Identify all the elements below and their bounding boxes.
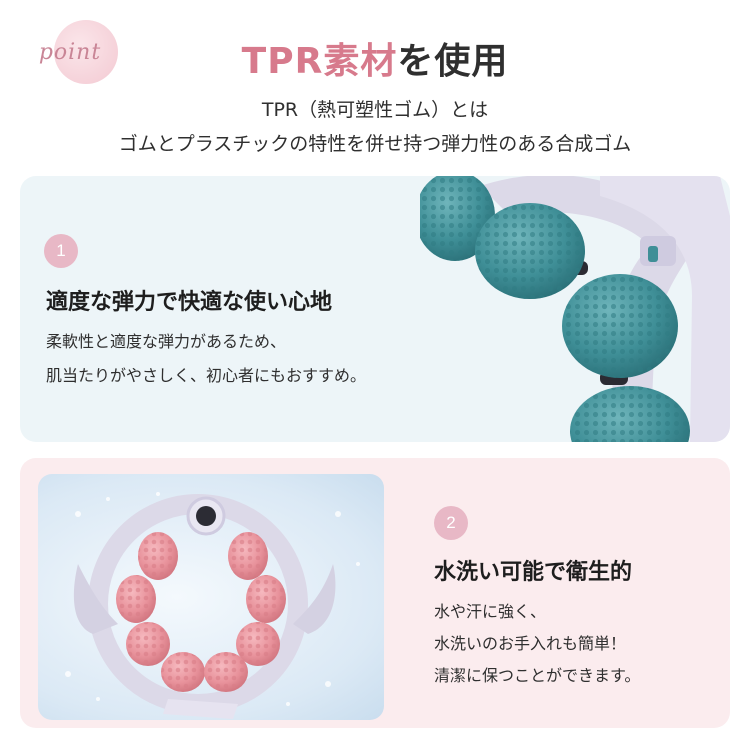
pink-ring-roller-image-card [38, 474, 384, 720]
page-title: TPR素材を使用 [0, 32, 750, 84]
title-rest: を使用 [397, 41, 509, 82]
feature-number-badge-2: 2 [434, 506, 468, 540]
feature-heading-2: 水洗い可能で衛生的 [434, 560, 633, 585]
feature-panel-1: 1 適度な弾力で快適な使い心地 柔軟性と適度な弾力があるため、 肌当たりがやさし… [20, 176, 730, 442]
point-badge: point [20, 20, 120, 84]
pink-ring-roller-product-image [65, 492, 360, 719]
teal-roller-product-image [420, 176, 730, 442]
feature-2-line-1: 水や汗に強く、 [434, 602, 547, 621]
subtitle-line-2: ゴムとプラスチックの特性を併せ持つ弾力性のある合成ゴム [118, 133, 632, 155]
point-badge-circle [54, 20, 118, 84]
subtitle-line-1: TPR（熱可塑性ゴム）とは [261, 99, 489, 121]
feature-1-line-2: 肌当たりがやさしく、初心者にもおすすめ。 [46, 366, 367, 385]
feature-2-line-3: 清潔に保つことができます。 [434, 666, 641, 685]
feature-panel-2: 2 水洗い可能で衛生的 水や汗に強く、 水洗いのお手入れも簡単！ 清潔に保つこと… [20, 458, 730, 728]
feature-2-line-2: 水洗いのお手入れも簡単！ [434, 634, 627, 653]
title-accent: TPR素材 [241, 41, 398, 82]
point-badge-text: point [38, 40, 102, 65]
feature-1-line-1: 柔軟性と適度な弾力があるため、 [46, 332, 287, 351]
feature-heading-1: 適度な弾力で快適な使い心地 [46, 290, 333, 315]
feature-number-badge-1: 1 [44, 234, 78, 268]
